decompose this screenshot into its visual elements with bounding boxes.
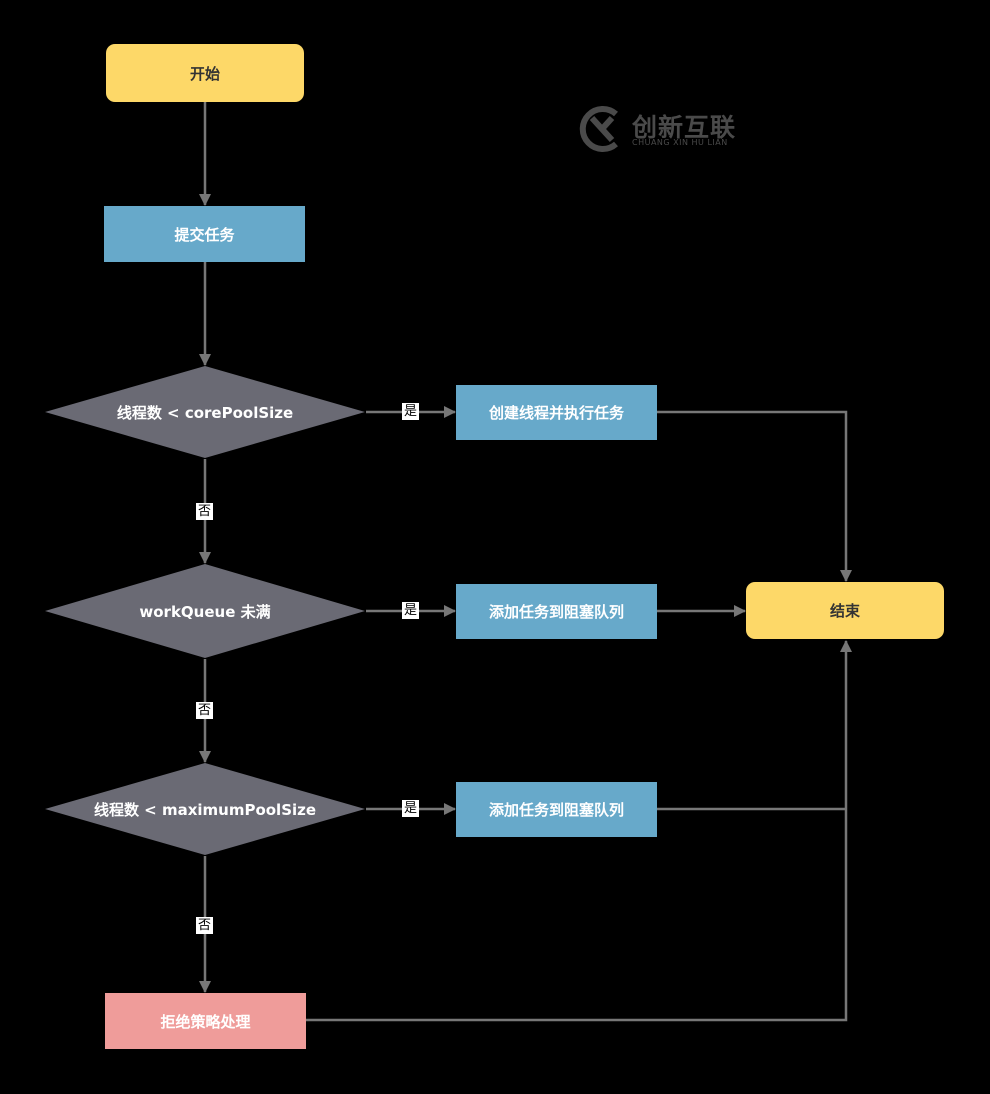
edge-label-no-core: 否 xyxy=(196,503,214,520)
edge-label-no-queue: 否 xyxy=(196,702,214,719)
create-thread-node: 创建线程并执行任务 xyxy=(456,385,657,440)
watermark-name: 创新互联 xyxy=(632,113,737,142)
add-to-queue-node-1: 添加任务到阻塞队列 xyxy=(456,584,657,639)
edge-reject-end xyxy=(306,640,852,1022)
edge-label-yes-max: 是 xyxy=(402,800,420,817)
edge-label-yes-core: 是 xyxy=(402,403,420,420)
start-node: 开始 xyxy=(106,44,304,102)
add-to-queue-node-2: 添加任务到阻塞队列 xyxy=(456,782,657,837)
decision-max-label: 线程数 < maximumPoolSize xyxy=(93,800,317,819)
decision-max-shape xyxy=(45,763,365,855)
decision-queue-shape xyxy=(45,564,365,658)
end-node: 结束 xyxy=(746,582,944,639)
watermark-subtitle: CHUANG XIN HU LIAN xyxy=(632,138,728,147)
decision-core-shape xyxy=(45,366,365,458)
decision-core-label: 线程数 < corePoolSize xyxy=(116,403,294,422)
submit-task-node: 提交任务 xyxy=(104,206,305,262)
edge-label-yes-queue: 是 xyxy=(402,602,420,619)
edge-label-no-max: 否 xyxy=(196,917,214,934)
logo-icon xyxy=(579,106,618,152)
reject-policy-node: 拒绝策略处理 xyxy=(105,993,306,1049)
watermark-logo: 创新互联 CHUANG XIN HU LIAN xyxy=(576,104,756,154)
decision-queue-label: workQueue 未满 xyxy=(139,602,271,621)
edge-create-end xyxy=(657,410,852,582)
